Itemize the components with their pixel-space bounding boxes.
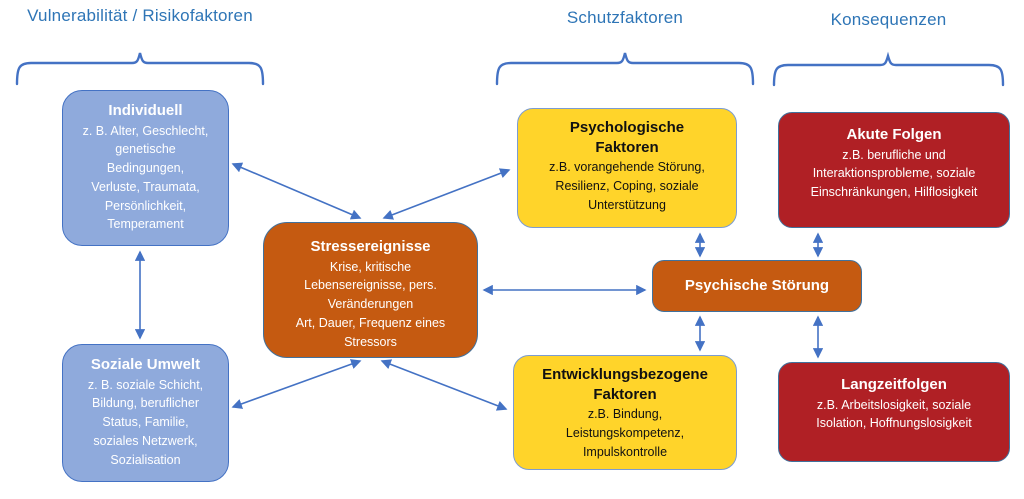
brace-konsequenzen-icon xyxy=(772,51,1005,87)
box-soziale-umwelt: Soziale Umwelt z. B. soziale Schicht, Bi… xyxy=(62,344,229,482)
arrow-individuell-stressereignisse xyxy=(231,162,362,220)
header-risikofaktoren: Vulnerabilität / Risikofaktoren xyxy=(27,6,253,25)
box-langzeitfolgen-title: Langzeitfolgen xyxy=(841,376,947,393)
arrow-stressereignisse-entwicklungsbezogene-faktoren xyxy=(380,359,508,411)
box-stressereignisse-body: Krise, kritische Lebensereignisse, pers.… xyxy=(295,259,446,349)
box-individuell-title: Individuell xyxy=(108,102,183,119)
box-psychologische-faktoren-body: z.B. vorangehende Störung, Resilienz, Co… xyxy=(549,160,705,212)
box-psychische-stoerung-title: Psychische Störung xyxy=(684,277,830,295)
arrow-stressereignisse-psychologische-faktoren xyxy=(382,168,511,220)
header-konsequenzen: Konsequenzen xyxy=(830,10,947,29)
box-stressereignisse-title: Stressereignisse xyxy=(310,238,431,255)
box-stressereignisse: Stressereignisse Krise, kritische Lebens… xyxy=(263,222,478,358)
box-akute-folgen-body: z.B. berufliche und Interaktionsprobleme… xyxy=(810,147,978,200)
brace-risikofaktoren-icon xyxy=(15,52,265,86)
box-psychologische-faktoren: Psychologische Faktoren z.B. vorangehend… xyxy=(517,108,737,228)
box-entwicklungsbezogene-faktoren-title: Entwicklungsbezogene Faktoren xyxy=(542,366,708,403)
arrow-soziale-umwelt-stressereignisse xyxy=(231,359,362,409)
box-soziale-umwelt-title: Soziale Umwelt xyxy=(90,356,201,373)
box-entwicklungsbezogene-faktoren: Entwicklungsbezogene Faktoren z.B. Bindu… xyxy=(513,355,737,470)
box-psychische-stoerung: Psychische Störung xyxy=(652,260,862,312)
box-langzeitfolgen-body: z.B. Arbeitslosigkeit, soziale Isolation… xyxy=(816,397,972,431)
box-individuell: Individuell z. B. Alter, Geschlecht, gen… xyxy=(62,90,229,246)
box-soziale-umwelt-body: z. B. soziale Schicht, Bildung, beruflic… xyxy=(87,377,204,467)
box-akute-folgen-title: Akute Folgen xyxy=(846,126,942,143)
box-individuell-body: z. B. Alter, Geschlecht, genetische Bedi… xyxy=(82,123,209,232)
header-schutzfaktoren: Schutzfaktoren xyxy=(566,8,684,27)
box-akute-folgen: Akute Folgen z.B. berufliche und Interak… xyxy=(778,112,1010,228)
box-entwicklungsbezogene-faktoren-body: z.B. Bindung, Leistungskompetenz, Impuls… xyxy=(565,407,685,459)
box-langzeitfolgen: Langzeitfolgen z.B. Arbeitslosigkeit, so… xyxy=(778,362,1010,462)
box-psychologische-faktoren-title: Psychologische Faktoren xyxy=(569,119,685,156)
brace-schutzfaktoren-icon xyxy=(495,52,755,86)
